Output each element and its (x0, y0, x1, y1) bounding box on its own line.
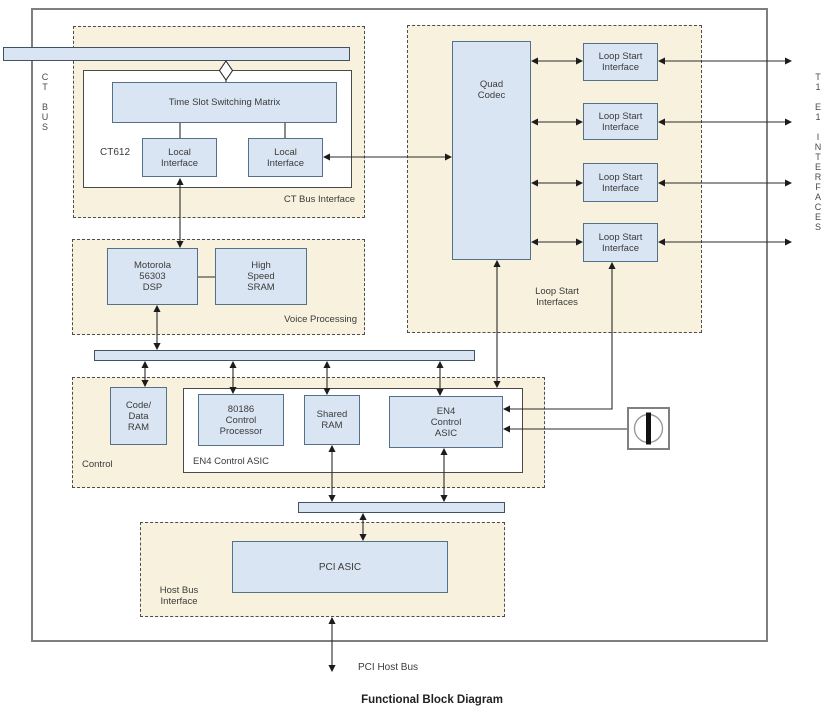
block-local-interface-1: Local Interface (142, 138, 217, 177)
label-voice-processing: Voice Processing (284, 314, 357, 325)
block-label: Loop Start Interface (598, 110, 643, 133)
ct-bus-bar (3, 47, 350, 61)
block-local-interface-2: Local Interface (248, 138, 323, 177)
block-en4-control-asic: EN4 Control ASIC (389, 396, 503, 448)
block-label: Shared RAM (316, 409, 348, 431)
block-loop-start-interface-1: Loop Start Interface (583, 43, 658, 81)
block-label: Local Interface (267, 146, 304, 169)
host-bus-bar (298, 502, 505, 513)
block-loop-start-interface-2: Loop Start Interface (583, 103, 658, 140)
block-code-data-ram: Code/ Data RAM (110, 387, 167, 445)
block-label: EN4 Control ASIC (430, 405, 462, 439)
block-loop-start-interface-4: Loop Start Interface (583, 223, 658, 262)
block-time-slot-switching-matrix: Time Slot Switching Matrix (112, 82, 337, 123)
block-label: PCI ASIC (318, 561, 362, 573)
label-t1-e1-interfaces: T 1 E 1 I N T E R F A C E S (814, 72, 822, 232)
label-host-bus-interface: Host Bus Interface (159, 585, 199, 607)
label-control: Control (82, 459, 113, 470)
block-motorola-dsp: Motorola 56303 DSP (107, 248, 198, 305)
page-title: Functional Block Diagram (361, 694, 503, 706)
block-high-speed-sram: High Speed SRAM (215, 248, 307, 305)
block-label: 80186 Control Processor (219, 403, 263, 437)
block-label: Motorola 56303 DSP (134, 260, 171, 293)
block-quad-codec: Quad Codec (452, 41, 531, 260)
system-bus-bar (94, 350, 475, 361)
block-label: Loop Start Interface (598, 231, 643, 254)
label-pci-host-bus: PCI Host Bus (358, 662, 419, 673)
block-label: High Speed SRAM (247, 260, 275, 293)
label-en4-control-asic: EN4 Control ASIC (193, 456, 270, 467)
oscillator-icon (627, 407, 670, 450)
block-loop-start-interface-3: Loop Start Interface (583, 163, 658, 202)
label-loop-start-interfaces: Loop Start Interfaces (535, 286, 579, 308)
block-shared-ram: Shared RAM (304, 395, 360, 445)
block-label: Time Slot Switching Matrix (168, 97, 281, 108)
block-label: Local Interface (161, 146, 198, 169)
block-pci-asic: PCI ASIC (232, 541, 448, 593)
label-ct-bus-interface: CT Bus Interface (283, 194, 355, 205)
clock-oscillator-glyph (633, 412, 664, 445)
block-label: Loop Start Interface (598, 171, 643, 194)
block-80186-control-processor: 80186 Control Processor (198, 394, 284, 446)
block-label: Loop Start Interface (598, 51, 643, 73)
block-label: Code/ Data RAM (125, 399, 152, 433)
block-label: Quad Codec (477, 79, 506, 101)
label-ct612: CT612 (100, 147, 131, 158)
label-ct-bus: C T B U S (41, 72, 49, 132)
